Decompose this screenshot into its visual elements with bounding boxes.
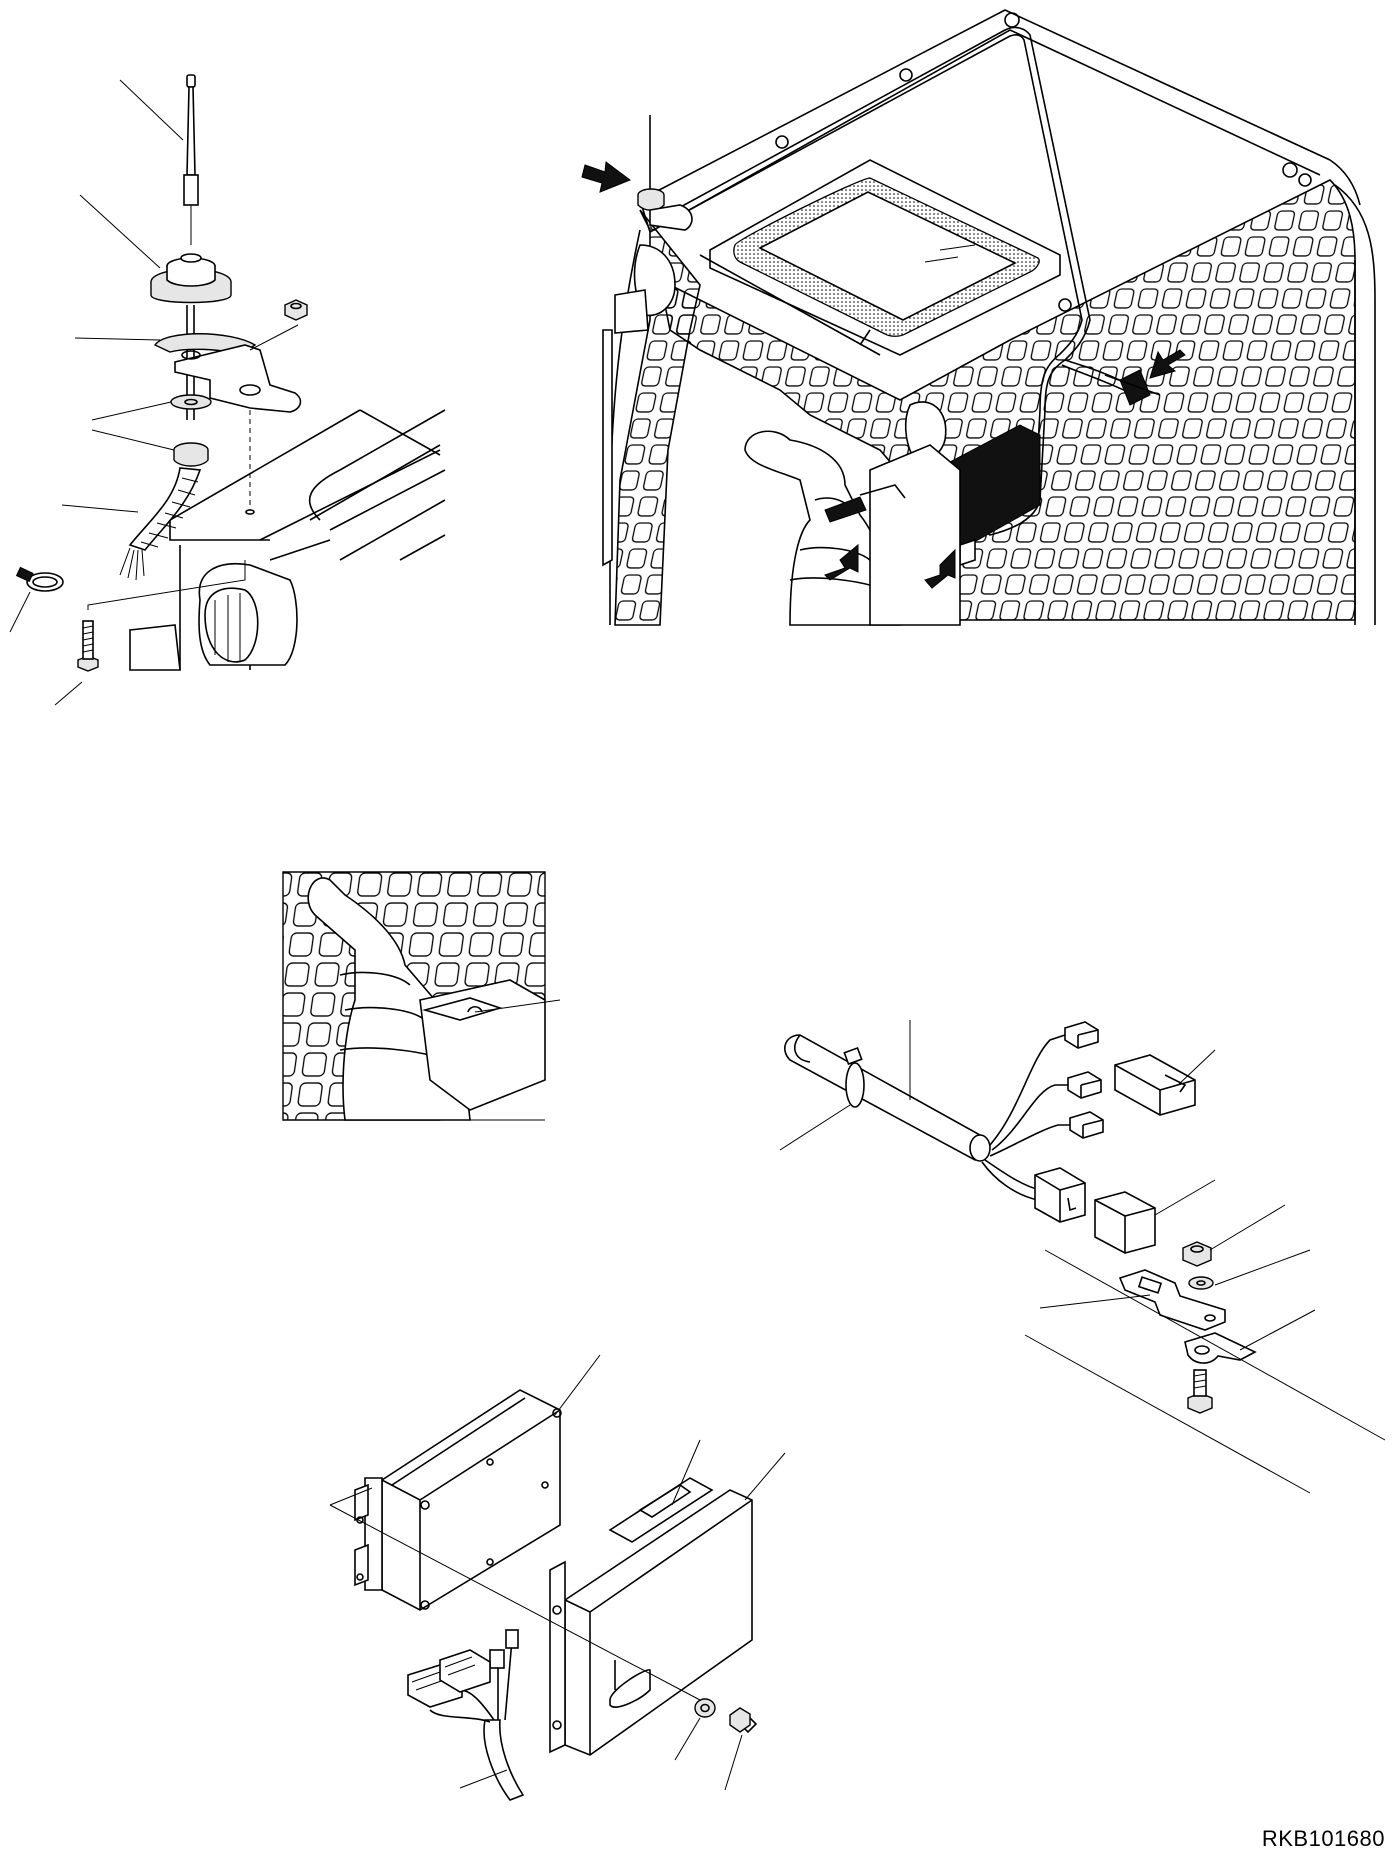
mounting-bolt — [77, 620, 99, 672]
relay-nut — [1182, 1241, 1212, 1267]
harness-main-cable — [784, 1034, 991, 1162]
roof-antenna — [637, 115, 693, 231]
harness-connector-1 — [1064, 1021, 1099, 1049]
harness-connector-2 — [1067, 1071, 1102, 1099]
controller-harness — [407, 1629, 525, 1801]
controller-cover — [549, 1477, 753, 1756]
cab-front-guard — [602, 179, 1376, 626]
relay-bolt — [1187, 1369, 1213, 1414]
relay-bracket — [1118, 1269, 1226, 1331]
controller-unit — [354, 1389, 562, 1611]
antenna-base — [150, 253, 232, 304]
cable-clamp — [15, 566, 64, 592]
cover-washer — [694, 1698, 716, 1718]
harness-wires — [981, 1034, 1070, 1201]
harness-plug — [1114, 1054, 1196, 1116]
arrow-console-icon — [924, 548, 956, 589]
relay-socket — [1094, 1191, 1156, 1254]
controller-leader-lines — [459, 1354, 786, 1791]
controller-exploded-view — [329, 1354, 786, 1801]
harness-band-clamp — [843, 1046, 865, 1108]
leader-lines — [9, 79, 299, 706]
antenna-washer — [170, 394, 212, 410]
cab-overview-view — [581, 9, 1376, 626]
antenna-cable — [119, 467, 202, 581]
work-lamp — [129, 563, 298, 671]
bracket-nut — [284, 299, 308, 321]
cab-control-unit — [934, 424, 1041, 567]
arrow-joystick-switch-icon — [824, 543, 859, 581]
antenna-rod — [183, 74, 199, 245]
harness-relay — [1034, 1167, 1086, 1223]
arrow-antenna-icon — [581, 161, 632, 193]
cab-skylight — [699, 159, 1061, 356]
wiring-harness-view — [779, 1020, 1386, 1494]
antenna-exploded-view — [9, 74, 446, 706]
cab-left-lamp — [614, 244, 676, 334]
relay-washer — [1188, 1276, 1214, 1290]
drawing-code-label: RKB101680 — [1261, 1826, 1385, 1851]
antenna-bracket — [153, 333, 302, 413]
switch-location-view — [282, 871, 561, 1121]
cab-relay-connector — [1104, 369, 1161, 406]
harness-leader-lines — [779, 1020, 1316, 1351]
harness-connector-3 — [1069, 1111, 1104, 1139]
antenna-grommet — [173, 442, 209, 467]
arrow-relay-icon — [1149, 349, 1186, 379]
callout-arrows — [581, 161, 1186, 589]
cover-bolt — [729, 1707, 758, 1734]
